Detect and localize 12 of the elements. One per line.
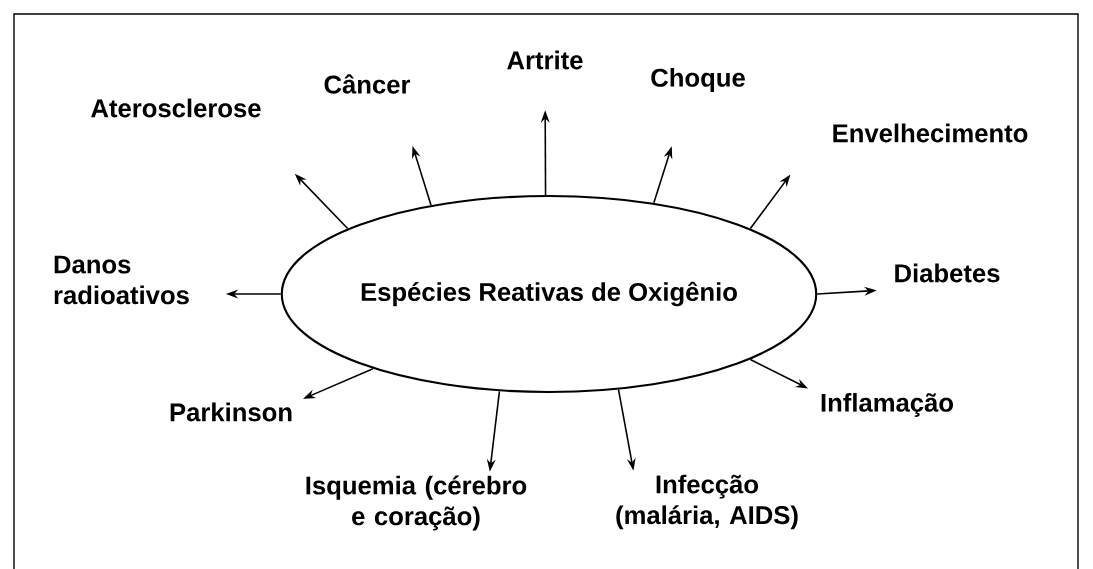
disease-label: Câncer [324,74,411,94]
disease-label: Envelhecimento [833,123,1028,143]
disease-label: Danos radioativos [54,255,189,305]
disease-label: Artrite [507,50,583,70]
disease-label: Infecção (malária, AIDS) [616,474,798,530]
disease-label: Inflamação [821,393,953,417]
disease-label: Isquemia (cérebro e coração) [306,475,527,531]
disease-label: Choque [651,68,745,92]
disease-label: Aterosclerose [91,98,261,118]
ellipse-node: Espécies Reativas de Oxigênio [280,194,818,394]
disease-label: Diabetes [895,263,1000,283]
disease-label: Parkinson [170,402,292,422]
